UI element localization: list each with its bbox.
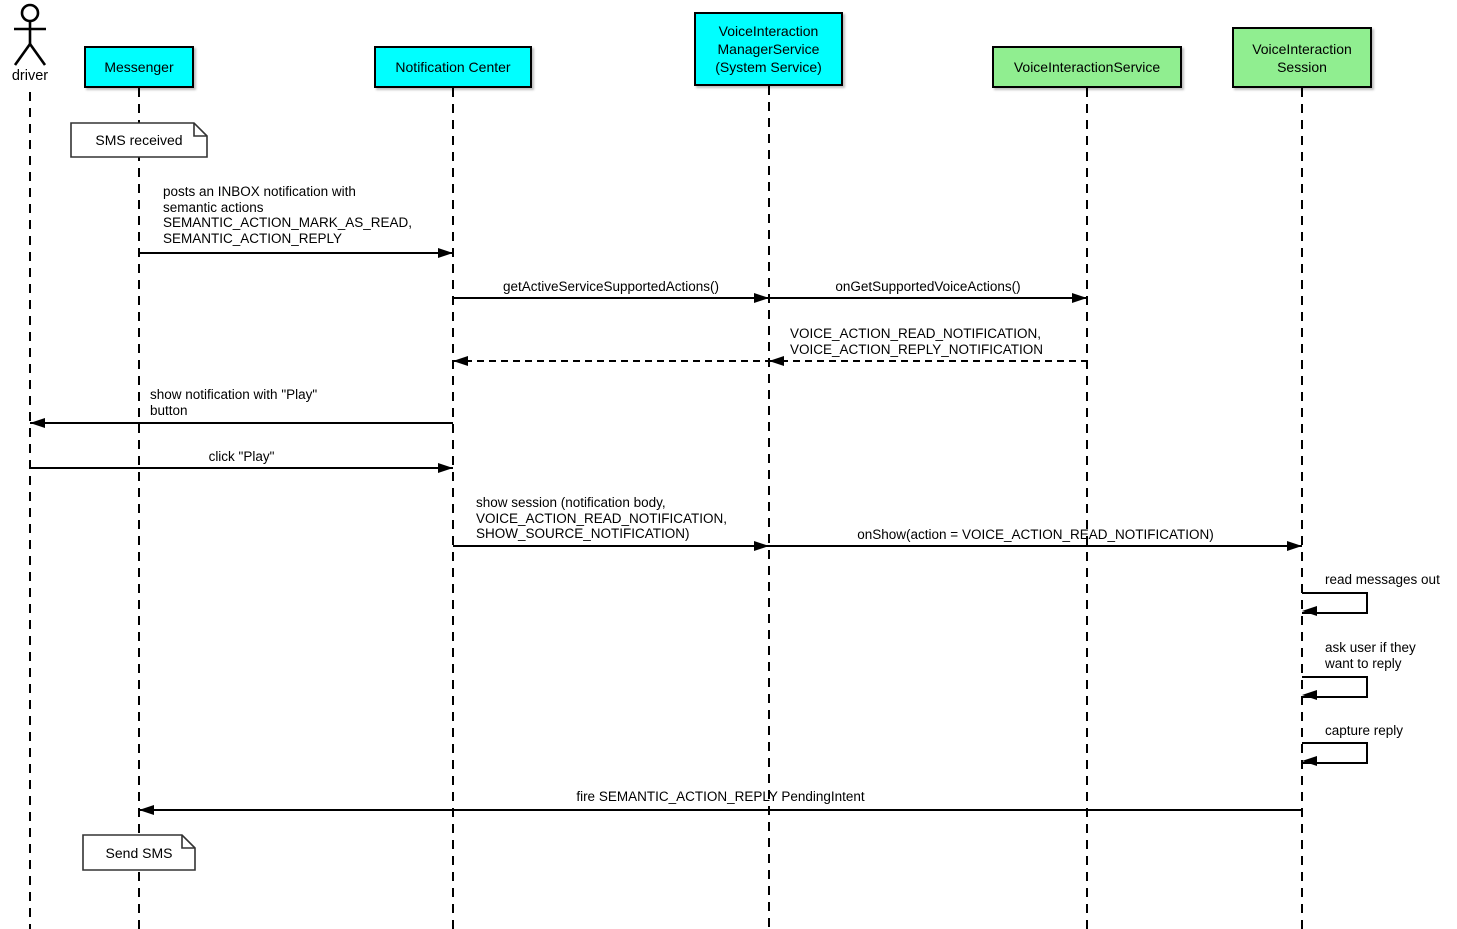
message-9-self-loop bbox=[1302, 592, 1368, 614]
note-sms-received-label: SMS received bbox=[95, 132, 183, 148]
lifeline-voice-interaction-manager-service bbox=[768, 86, 770, 929]
message-1-label: posts an INBOX notification with semanti… bbox=[163, 184, 413, 246]
note-sms-received: SMS received bbox=[70, 122, 208, 158]
message-10-arrowhead-icon bbox=[1302, 690, 1317, 700]
participant-voice-interaction-service: VoiceInteractionService bbox=[992, 46, 1182, 88]
message-11-arrowhead-icon bbox=[1302, 756, 1317, 766]
message-8-label: onShow(action = VOICE_ACTION_READ_NOTIFI… bbox=[857, 527, 1214, 542]
message-12-arrowhead-icon bbox=[139, 805, 154, 815]
message-7-arrowhead-icon bbox=[754, 541, 769, 551]
lifeline-voice-interaction-service bbox=[1086, 88, 1088, 929]
participant-messenger: Messenger bbox=[84, 46, 194, 88]
message-11-self-loop bbox=[1302, 742, 1368, 764]
note-outline-icon bbox=[82, 834, 196, 871]
message-6-line bbox=[30, 467, 453, 469]
lifeline-voice-interaction-session bbox=[1301, 88, 1303, 929]
message-2-label: getActiveServiceSupportedActions() bbox=[502, 279, 720, 294]
message-8-line bbox=[769, 545, 1302, 547]
message-12-line bbox=[139, 809, 1302, 811]
message-10-self-loop bbox=[1302, 676, 1368, 698]
note-send-sms-label: Send SMS bbox=[105, 844, 173, 861]
message-7-line bbox=[453, 545, 769, 547]
participant-notification-center: Notification Center bbox=[374, 46, 532, 88]
message-7-label: show session (notification body, VOICE_A… bbox=[476, 495, 728, 542]
message-9-arrowhead-icon bbox=[1302, 606, 1317, 616]
message-2-arrowhead-icon bbox=[754, 293, 769, 303]
note-send-sms: Send SMS bbox=[82, 834, 196, 871]
message-5-line bbox=[30, 422, 453, 424]
message-4-line-right bbox=[769, 360, 1087, 362]
message-2-line bbox=[453, 297, 769, 299]
message-3-arrowhead-icon bbox=[1072, 293, 1087, 303]
message-4-line-left bbox=[453, 360, 769, 362]
message-1-arrowhead-icon bbox=[438, 248, 453, 258]
message-1-line bbox=[139, 252, 453, 254]
actor-driver-label: driver bbox=[11, 68, 49, 84]
message-8-arrowhead-icon bbox=[1287, 541, 1302, 551]
message-11-label: capture reply bbox=[1325, 723, 1404, 738]
lifeline-notification-center bbox=[452, 88, 454, 929]
participant-voice-interaction-manager-service: VoiceInteraction ManagerService (System … bbox=[694, 12, 843, 86]
message-9-label: read messages out bbox=[1325, 572, 1440, 587]
lifeline-messenger bbox=[138, 88, 140, 929]
message-3-line bbox=[769, 297, 1087, 299]
note-outline-icon bbox=[70, 122, 208, 158]
lifeline-driver bbox=[29, 92, 31, 929]
message-4-arrowhead-icon bbox=[453, 356, 468, 366]
message-10-label: ask user if they want to reply bbox=[1325, 640, 1416, 671]
message-4-label: VOICE_ACTION_READ_NOTIFICATION, VOICE_AC… bbox=[790, 326, 1044, 357]
message-4-arrowhead-middle-icon bbox=[769, 356, 784, 366]
message-3-label: onGetSupportedVoiceActions() bbox=[835, 279, 1021, 294]
message-5-arrowhead-icon bbox=[30, 418, 45, 428]
participant-voice-interaction-session: VoiceInteraction Session bbox=[1232, 27, 1372, 88]
message-6-arrowhead-icon bbox=[438, 463, 453, 473]
stick-figure-actor-icon bbox=[13, 3, 47, 66]
message-5-label: show notification with "Play" button bbox=[150, 387, 318, 418]
message-6-label: click "Play" bbox=[208, 449, 275, 464]
message-12-label: fire SEMANTIC_ACTION_REPLY PendingIntent bbox=[576, 789, 865, 804]
